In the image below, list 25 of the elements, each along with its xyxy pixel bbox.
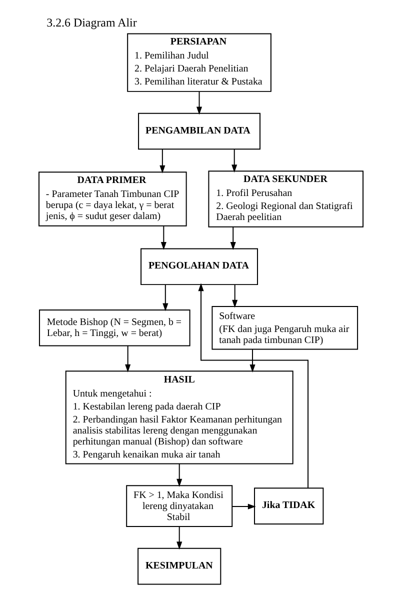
node-box: Metode Bishop (N = Segmen, b = Lebar, h = Tinggi, w = berat) [38,309,190,346]
arrow [125,346,131,372]
arrow [176,526,182,550]
node-box: Software (FK dan juga Pengaruh muka air tanah pada timbunan CIP) [212,306,358,350]
arrow [232,284,238,308]
node-box: DATA PRIMER - Parameter Tanah Timbunan CIP berupa (c = daya lekat, γ = berat jenis, ϕ = sudut geser dalam) [38,172,187,226]
node-box: HASIL Untuk mengetahui : 1. Kestabilan lereng pada daerah CIP 2. Perbandingan hasil Faktor Keamanan perhitungan analisis stabilitas lereng dengan menggunakan perhitungan manual (Bishop) dan software 3. Pengaruh kenaikan muka air tanah [65,370,294,464]
node-box: PENGAMBILAN DATA [138,112,260,150]
diagram-title: 3.2.6 Diagram Alir [46,15,137,30]
node-box: DATA SEKUNDER 1. Profil Perusahan 2. Geologi Regional dan Statigrafi Daerah peelitian [208,170,364,228]
node-box: PENGOLAHAN DATA [140,248,258,286]
arrow [196,91,202,115]
arrow [232,504,256,510]
arrow [250,349,256,372]
arrow [232,148,238,173]
arrow [230,226,236,250]
node-box: FK > 1, Maka Kondisi lereng dinyatakan Stabil [126,485,233,527]
arrow [198,283,309,488]
arrow [176,463,182,487]
arrow [162,284,168,312]
node-box: KESIMPULAN [138,548,222,585]
node-box: Jika TIDAK [254,488,324,524]
arrow [160,148,166,174]
node-box: PERSIAPAN 1. Pemilihan Judul 2. Pelajari Daerah Penelitian 3. Pemilihan literatur & Pustaka [127,33,272,92]
arrow [160,226,166,250]
